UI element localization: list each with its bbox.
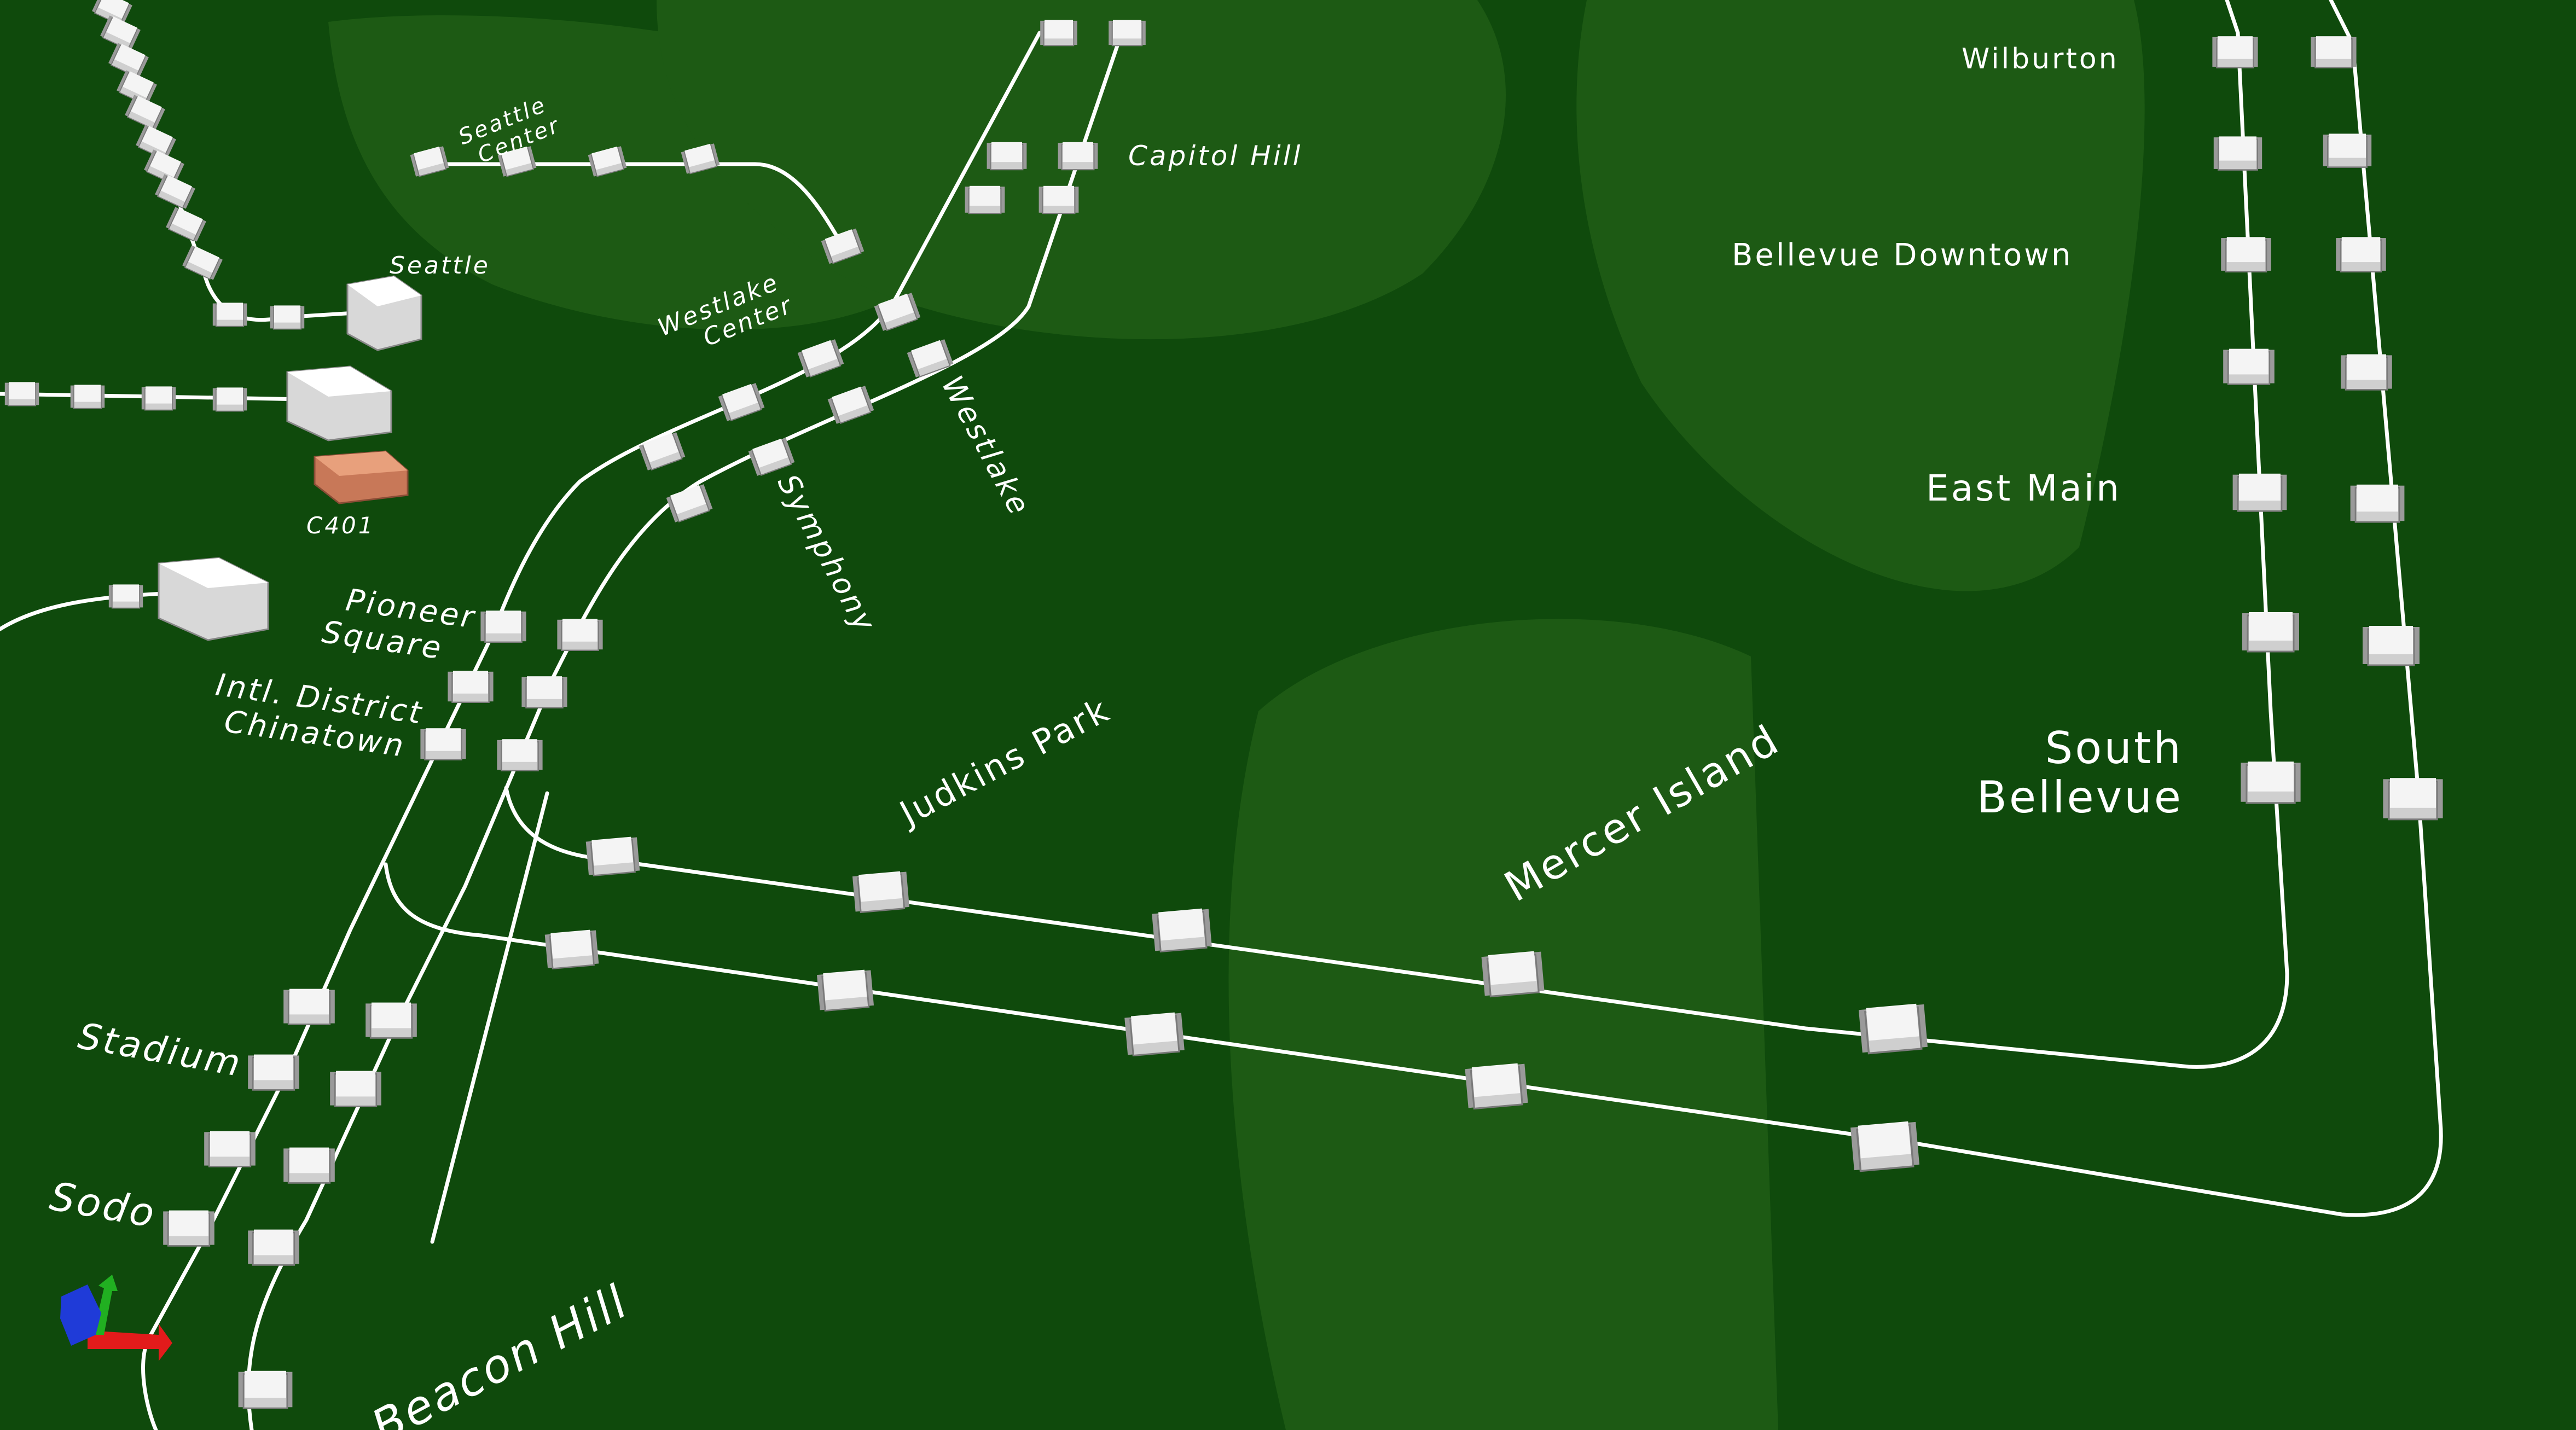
label-east-main: East Main — [1926, 467, 2121, 509]
smd-component — [2212, 36, 2258, 69]
smd-component — [2223, 348, 2275, 385]
ic-left-lower — [158, 557, 269, 641]
smd-component — [2336, 237, 2386, 272]
smd-component — [544, 929, 599, 970]
smd-component — [816, 969, 874, 1012]
smd-component — [797, 339, 844, 378]
smd-component — [874, 293, 921, 332]
ic-seattle — [346, 275, 422, 351]
smd-component — [2311, 36, 2357, 69]
smd-component — [2221, 237, 2271, 272]
smd-component — [270, 305, 305, 330]
smd-component — [365, 1002, 417, 1039]
smd-component — [70, 385, 105, 409]
smd-component — [182, 245, 223, 280]
smd-component — [2213, 136, 2262, 171]
smd-component — [166, 207, 206, 242]
label-capitol-hill: Capitol Hill — [1128, 140, 1302, 172]
smd-component — [521, 676, 567, 709]
smd-component — [585, 836, 640, 877]
smd-component — [2323, 133, 2372, 168]
components — [4, 0, 2443, 1409]
label-bellevue-downtown: Bellevue Downtown — [1732, 237, 2073, 273]
smd-component — [965, 185, 1005, 214]
smd-component — [557, 619, 603, 652]
smd-component — [448, 671, 494, 704]
smd-component — [155, 174, 195, 209]
smd-component — [748, 438, 795, 476]
smd-component — [141, 386, 176, 411]
smd-component — [410, 146, 449, 177]
smd-component — [480, 611, 526, 643]
c401-capacitor — [314, 450, 409, 504]
smd-component — [639, 432, 686, 471]
smd-component — [497, 146, 537, 177]
smd-component — [108, 584, 143, 609]
smd-component — [248, 1229, 299, 1266]
smd-component — [1040, 20, 1077, 46]
axis-gizmo[interactable] — [60, 1275, 172, 1361]
smd-component — [117, 70, 157, 105]
smd-component — [1109, 20, 1146, 46]
smd-component — [420, 728, 466, 761]
smd-component — [283, 989, 335, 1025]
smd-component — [108, 43, 149, 78]
smd-component — [100, 15, 141, 50]
label-c401: C401 — [306, 512, 375, 539]
smd-component — [248, 1054, 299, 1091]
smd-component — [1465, 1063, 1528, 1110]
smd-component — [2363, 626, 2420, 666]
smd-component — [1058, 142, 1098, 171]
smd-component — [681, 143, 720, 175]
smd-component — [907, 339, 954, 378]
smd-component — [2350, 484, 2405, 523]
smd-component — [238, 1370, 293, 1409]
smd-component — [330, 1071, 381, 1107]
smd-component — [1038, 185, 1079, 214]
label-wilburton: Wilburton — [1962, 43, 2119, 75]
smd-component — [283, 1147, 335, 1184]
smd-component — [497, 739, 543, 772]
smd-component — [4, 382, 39, 406]
smd-component — [2241, 761, 2301, 804]
smd-component — [1124, 1012, 1185, 1057]
smd-component — [1152, 908, 1212, 953]
smd-component — [2383, 778, 2443, 821]
smd-component — [821, 228, 865, 264]
smd-component — [136, 125, 176, 160]
smd-component — [827, 386, 874, 425]
smd-component — [212, 387, 247, 412]
smd-component — [125, 95, 165, 130]
smd-component — [92, 0, 132, 26]
ic-left-mid — [286, 365, 392, 441]
smd-component — [588, 146, 627, 177]
smd-component — [718, 383, 765, 422]
smd-component — [987, 142, 1027, 171]
smd-component — [204, 1131, 256, 1167]
smd-component — [1859, 1003, 1928, 1055]
large-components — [158, 275, 422, 641]
smd-component — [666, 484, 713, 523]
label-seattle: Seattle — [390, 252, 490, 280]
smd-component — [1481, 951, 1545, 998]
smd-component — [2242, 612, 2299, 653]
smd-component — [2341, 354, 2392, 391]
x-axis-arrow — [88, 1324, 172, 1361]
smd-component — [1850, 1121, 1919, 1172]
z-axis-arrow — [60, 1284, 101, 1346]
smd-component — [2232, 473, 2287, 512]
smd-component — [212, 303, 247, 327]
smd-component — [852, 871, 910, 914]
smd-component — [163, 1210, 214, 1247]
